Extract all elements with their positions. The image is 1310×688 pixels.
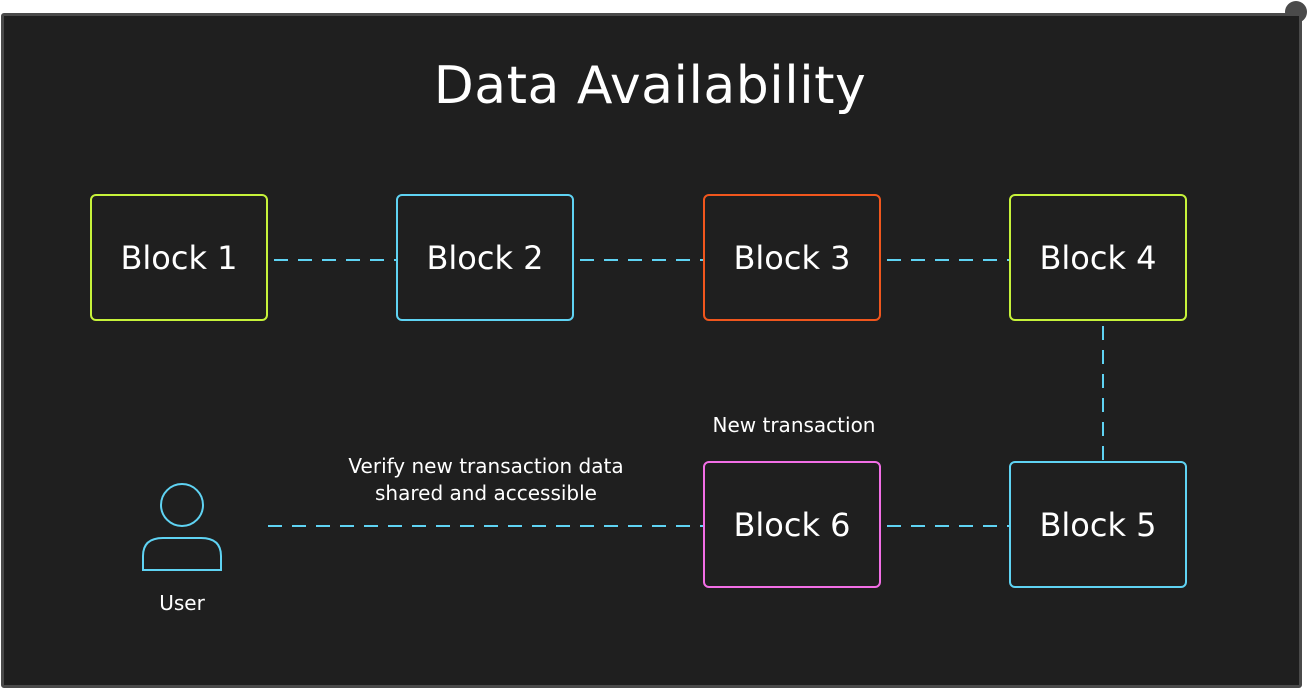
block-5: Block 5 — [1009, 461, 1187, 588]
user-icon — [142, 483, 222, 571]
block-label: Block 3 — [733, 238, 851, 277]
verify-label-line1: Verify new transaction data — [348, 454, 624, 478]
block-label: Block 2 — [426, 238, 544, 277]
block-6: Block 6 — [703, 461, 881, 588]
block-3: Block 3 — [703, 194, 881, 321]
block-2: Block 2 — [396, 194, 574, 321]
block-label: Block 4 — [1039, 238, 1157, 277]
block-label: Block 1 — [120, 238, 238, 277]
block-4: Block 4 — [1009, 194, 1187, 321]
block-label: Block 5 — [1039, 505, 1157, 544]
new-transaction-label: New transaction — [712, 413, 876, 437]
user-label: User — [159, 591, 205, 615]
block-label: Block 6 — [733, 505, 851, 544]
verify-label-line2: shared and accessible — [375, 481, 597, 505]
block-1: Block 1 — [90, 194, 268, 321]
diagram-title: Data Availability — [433, 56, 867, 116]
